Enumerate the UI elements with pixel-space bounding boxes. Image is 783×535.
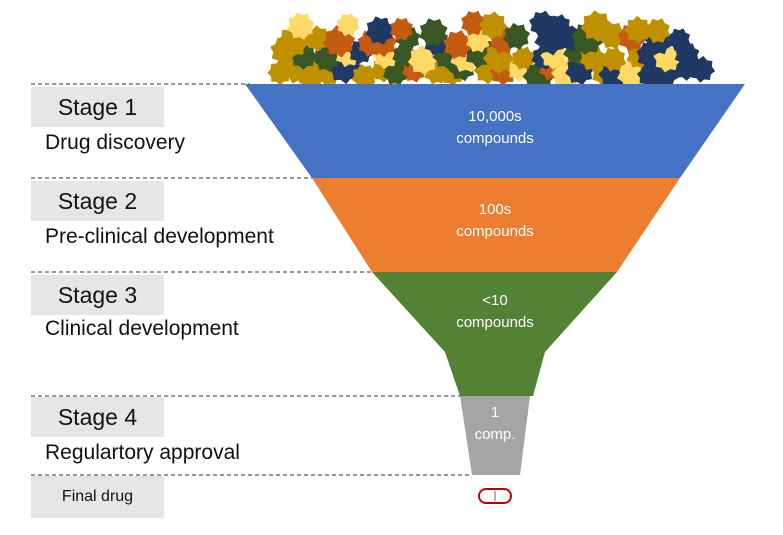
compound-shape xyxy=(365,16,394,45)
compound-shape xyxy=(390,17,413,41)
funnel-segment-stage-4 xyxy=(460,396,530,475)
stage-3-unit: compounds xyxy=(456,314,534,331)
stage-1-count: 10,000s xyxy=(468,108,522,125)
compound-shape xyxy=(601,47,626,72)
funnel-segment-stage-1 xyxy=(245,84,745,178)
compound-pile-icon xyxy=(267,10,716,93)
compound-shape xyxy=(667,28,691,51)
stage-4-count: 1 xyxy=(490,404,500,421)
compound-shape xyxy=(443,30,473,60)
stage-1-unit: compounds xyxy=(456,130,534,147)
stage-2-label: Stage 2 xyxy=(31,181,164,221)
compound-shape xyxy=(419,18,448,47)
compound-shape xyxy=(547,14,572,39)
compound-shape xyxy=(580,10,613,43)
compound-shape xyxy=(624,15,652,44)
stage-1-description: Drug discovery xyxy=(45,131,186,154)
stage-3-description: Clinical development xyxy=(45,317,239,340)
stage-1-count-block: 10,000s compounds xyxy=(425,106,565,150)
compound-shape xyxy=(336,13,360,37)
compound-shape xyxy=(407,44,439,76)
compound-shape xyxy=(688,55,716,83)
stage-1-label: Stage 1 xyxy=(31,87,164,127)
pill-icon xyxy=(478,488,512,504)
stage-2-unit: compounds xyxy=(456,223,534,240)
stage-2-count-block: 100s compounds xyxy=(425,199,565,243)
funnel-segment-stage-2 xyxy=(312,178,680,272)
compound-shape xyxy=(511,46,535,70)
stage-4-description: Regulartory approval xyxy=(45,441,240,464)
compound-shape xyxy=(503,22,531,50)
stage-2-count: 100s xyxy=(478,201,512,218)
stage-3-label: Stage 3 xyxy=(31,275,164,315)
stage-2-description: Pre-clinical development xyxy=(45,225,274,248)
funnel-segment-stage-3 xyxy=(372,272,617,396)
stage-4-unit: comp. xyxy=(474,426,516,443)
stage-3-count: <10 xyxy=(482,292,508,309)
compound-shape xyxy=(287,12,315,40)
compound-shape xyxy=(382,59,409,86)
compound-shape xyxy=(461,10,486,36)
final-drug-label: Final drug xyxy=(31,476,164,518)
compound-shape xyxy=(351,64,377,90)
stage-4-label: Stage 4 xyxy=(31,397,164,437)
compound-shape xyxy=(478,11,508,40)
stage-3-count-block: <10 compounds xyxy=(425,290,565,334)
compound-shape xyxy=(645,18,671,44)
stage-4-count-block: 1 comp. xyxy=(465,402,525,446)
